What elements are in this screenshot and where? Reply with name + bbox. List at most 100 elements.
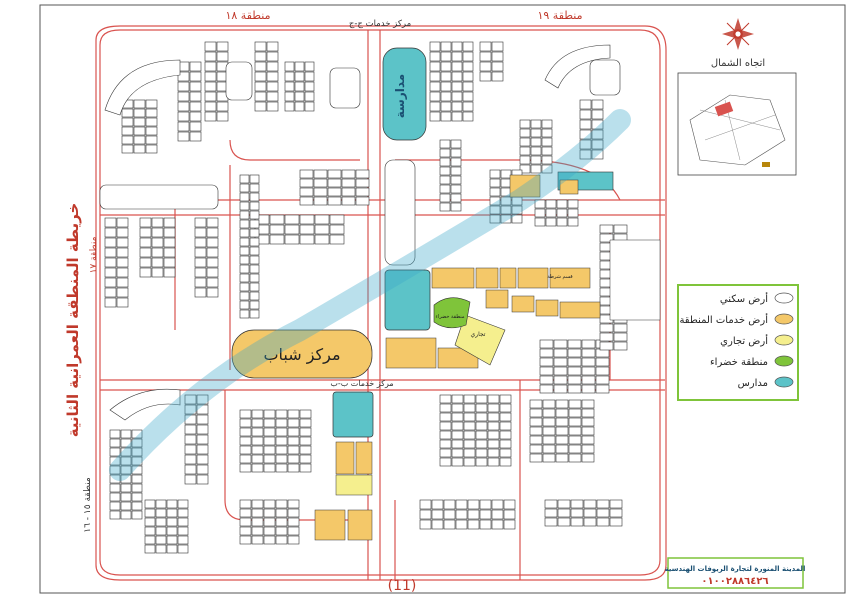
residential-lot xyxy=(131,429,143,439)
residential-lot xyxy=(327,178,342,188)
residential-lot xyxy=(439,421,452,431)
residential-lot xyxy=(139,217,152,228)
residential-lot xyxy=(284,224,300,235)
residential-lot xyxy=(555,399,569,409)
residential-lot xyxy=(216,51,229,62)
residential-lot xyxy=(299,418,312,428)
residential-lot xyxy=(555,426,569,436)
residential-lot xyxy=(109,438,121,448)
residential-lot xyxy=(184,464,197,475)
residential-lot xyxy=(451,448,464,458)
residential-lot xyxy=(275,436,288,446)
curved-block-nw xyxy=(104,59,181,116)
residential-lot xyxy=(177,91,190,102)
residential-lot xyxy=(595,375,610,385)
residential-lot xyxy=(439,412,452,422)
residential-lot xyxy=(177,81,190,92)
residential-lot xyxy=(249,300,260,310)
residential-lot xyxy=(539,384,554,394)
residential-lot xyxy=(451,457,464,467)
residential-lot xyxy=(450,193,462,203)
residential-lot xyxy=(429,91,441,102)
residential-lot xyxy=(251,418,264,428)
residential-lot xyxy=(479,61,492,72)
residential-lot xyxy=(491,509,504,520)
residential-lot xyxy=(419,499,432,510)
residential-lot xyxy=(155,508,167,518)
residential-lot xyxy=(239,237,250,247)
residential-lot xyxy=(511,214,523,224)
residential-lot xyxy=(120,492,132,502)
residential-lot xyxy=(184,414,197,425)
residential-lot xyxy=(299,463,312,473)
services-cluster xyxy=(314,174,601,541)
residential-lot xyxy=(189,131,202,142)
residential-lot xyxy=(294,101,305,112)
residential-lot xyxy=(591,139,604,150)
residential-lot xyxy=(313,187,328,197)
residential-lot xyxy=(155,517,167,527)
residential-lot xyxy=(206,287,219,298)
residential-lot xyxy=(299,196,314,206)
residential-lot xyxy=(581,339,596,349)
residential-lot xyxy=(294,81,305,92)
residential-lot xyxy=(539,357,554,367)
residential-lot xyxy=(216,111,229,122)
residential-lot xyxy=(463,457,476,467)
residential-lot xyxy=(439,166,451,176)
residential-lot xyxy=(542,399,556,409)
residential-lot xyxy=(475,457,488,467)
residential-lot xyxy=(570,517,584,527)
residential-lot xyxy=(284,101,295,112)
residential-lot xyxy=(121,126,134,136)
residential-lot xyxy=(299,436,312,446)
residential-lot xyxy=(556,208,568,218)
residential-lot xyxy=(519,146,531,156)
residential-lot xyxy=(591,109,604,120)
residential-lot xyxy=(450,202,462,212)
residential-lot xyxy=(581,384,596,394)
residential-lot xyxy=(166,535,178,545)
residential-lot xyxy=(184,424,197,435)
residential-lot xyxy=(591,99,604,110)
residential-lot xyxy=(581,357,596,367)
residential-lot xyxy=(239,210,250,220)
zone15-16-label: منطقة ١٥ - ١٦ xyxy=(83,477,93,533)
residential-lot xyxy=(487,448,500,458)
residential-lot xyxy=(583,508,597,518)
residential-lot xyxy=(314,224,330,235)
residential-lot xyxy=(487,394,500,404)
residential-lot xyxy=(239,255,250,265)
residential-lot xyxy=(239,454,252,464)
residential-lot xyxy=(189,121,202,132)
green-area-plot xyxy=(433,297,471,329)
residential-lot xyxy=(194,237,207,248)
residential-lot xyxy=(499,439,512,449)
residential-lot xyxy=(579,149,592,160)
residential-lot xyxy=(555,444,569,454)
zone19-label: منطقة ١٩ xyxy=(537,9,582,22)
residential-lot xyxy=(263,445,276,455)
residential-lot xyxy=(249,246,260,256)
residential-lot xyxy=(249,228,260,238)
residential-lot xyxy=(450,184,462,194)
residential-lot xyxy=(284,81,295,92)
residential-lot xyxy=(196,474,209,485)
residential-lot xyxy=(570,499,584,509)
residential-lot xyxy=(530,137,542,147)
residential-lot xyxy=(463,439,476,449)
residential-lot xyxy=(489,196,501,206)
residential-lot xyxy=(613,323,628,333)
residential-lot xyxy=(329,214,345,225)
residential-lot xyxy=(542,426,556,436)
residential-lot xyxy=(294,91,305,102)
residential-lot xyxy=(120,510,132,520)
residential-lot xyxy=(116,247,129,258)
residential-lot xyxy=(251,463,264,473)
residential-lot xyxy=(263,526,276,536)
youth-center-plot xyxy=(231,329,373,379)
residential-lot xyxy=(439,448,452,458)
residential-lot xyxy=(104,217,117,228)
residential-lot xyxy=(287,445,300,455)
residential-lot xyxy=(304,91,315,102)
